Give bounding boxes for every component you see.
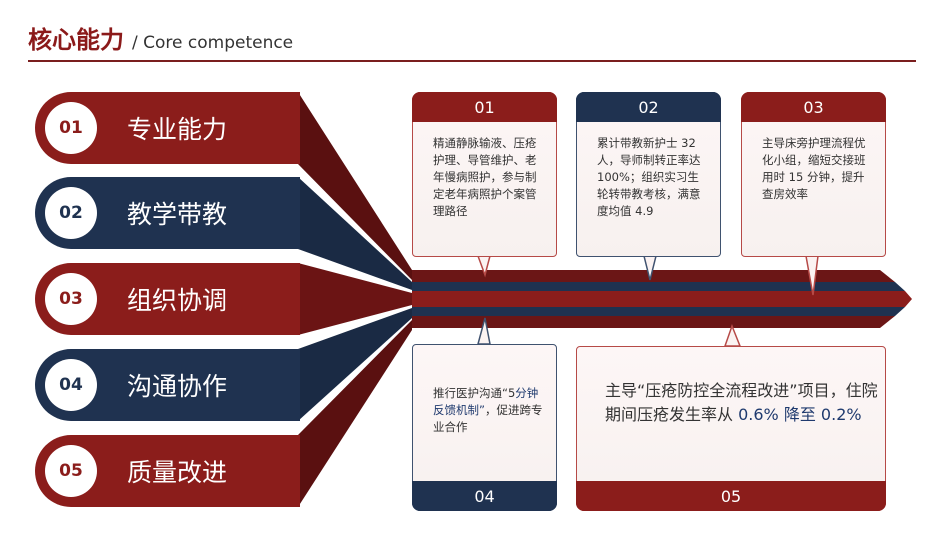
tab-professional-ability[interactable]: 01 专业能力 xyxy=(35,92,300,164)
card-text: 累计带教新护士 32 人，导师制转正率达 100%；组织实习生轮转带教考核，满意… xyxy=(597,136,701,218)
title-divider xyxy=(28,60,916,62)
fan-connector-05 xyxy=(298,320,412,507)
title-main: 核心能力 xyxy=(28,26,124,54)
card-text-highlight: 0.6% 降至 0.2% xyxy=(738,405,862,424)
tab-quality-improvement[interactable]: 05 质量改进 xyxy=(35,435,300,507)
card-02: 02 累计带教新护士 32 人，导师制转正率达 100%；组织实习生轮转带教考核… xyxy=(576,92,721,257)
card-text: 推行医护沟通“5分钟反馈机制”，促进跨专业合作 xyxy=(433,385,545,436)
tab-communication[interactable]: 04 沟通协作 xyxy=(35,349,300,421)
pointer-04 xyxy=(477,317,491,345)
pointer-03 xyxy=(805,255,819,296)
arrow-stripe-2 xyxy=(412,282,905,291)
page-title: 核心能力 / Core competence xyxy=(28,20,293,55)
card-01: 01 精通静脉输液、压疮护理、导管维护、老年慢病照护，参与制定老年病照护个案管理… xyxy=(412,92,557,257)
tab-label: 组织协调 xyxy=(127,286,228,315)
card-05: 主导“压疮防控全流程改进”项目，住院期间压疮发生率从 0.6% 降至 0.2% … xyxy=(576,346,886,511)
card-footer: 05 xyxy=(576,481,886,511)
tab-number: 01 xyxy=(45,102,97,154)
tab-label: 教学带教 xyxy=(127,200,228,229)
fan-connector-01 xyxy=(298,92,412,280)
tab-teaching[interactable]: 02 教学带教 xyxy=(35,177,300,249)
tab-number: 03 xyxy=(45,273,97,325)
tab-coordination[interactable]: 03 组织协调 xyxy=(35,263,300,335)
card-text: 精通静脉输液、压疮护理、导管维护、老年慢病照护，参与制定老年病照护个案管理路径 xyxy=(433,136,537,218)
card-footer: 04 xyxy=(412,481,557,511)
tab-label: 质量改进 xyxy=(127,458,228,487)
fan-connector-02 xyxy=(298,177,412,290)
card-text: 主导“压疮防控全流程改进”项目，住院期间压疮发生率从 0.6% 降至 0.2% xyxy=(605,379,880,427)
tab-number: 05 xyxy=(45,445,97,497)
pointer-01 xyxy=(476,255,491,278)
arrow-stripe-3 xyxy=(412,291,912,307)
tab-label: 专业能力 xyxy=(127,115,228,144)
tab-number: 02 xyxy=(45,187,97,239)
card-header: 03 xyxy=(741,92,886,122)
fan-connector-03 xyxy=(298,263,412,335)
card-text-highlight: 分钟反馈机制” xyxy=(433,386,539,417)
card-header: 01 xyxy=(412,92,557,122)
pointer-05 xyxy=(723,323,742,347)
card-03: 03 主导床旁护理流程优化小组，缩短交接班用时 15 分钟，提升查房效率 xyxy=(741,92,886,257)
arrow-stripe-1 xyxy=(412,270,895,282)
card-04: 推行医护沟通“5分钟反馈机制”，促进跨专业合作 04 xyxy=(412,344,557,511)
card-text-c: ，促进跨专业合作 xyxy=(433,403,543,434)
arrow-stripe-5 xyxy=(412,316,895,328)
tab-label: 沟通协作 xyxy=(127,372,228,401)
pointer-02 xyxy=(643,255,657,281)
card-text-a: 主导“压疮防控全流程改进”项目，住院期间压疮发生率从 xyxy=(605,381,878,424)
arrow-stripe-4 xyxy=(412,307,905,316)
fan-connector-04 xyxy=(298,308,412,421)
card-header: 02 xyxy=(576,92,721,122)
title-subtitle: / Core competence xyxy=(132,33,294,53)
card-text-a: 推行医护沟通“5 xyxy=(433,386,516,400)
card-text: 主导床旁护理流程优化小组，缩短交接班用时 15 分钟，提升查房效率 xyxy=(762,136,866,201)
tab-number: 04 xyxy=(45,359,97,411)
